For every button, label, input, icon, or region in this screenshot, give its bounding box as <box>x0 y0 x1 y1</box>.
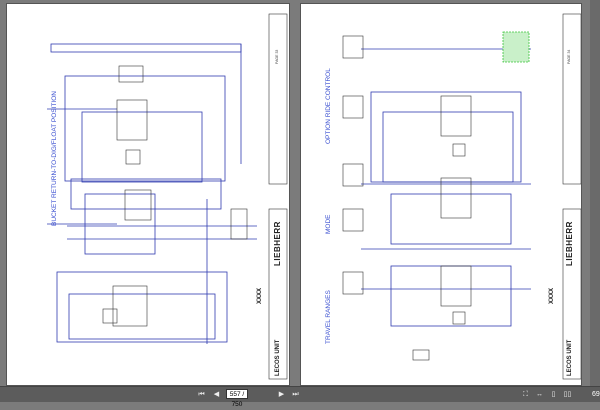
fit-width-icon[interactable]: ↔ <box>536 391 543 398</box>
model-code: XXXX <box>257 287 263 304</box>
schematic-page-right: OPTION RIDE CONTROL MODE TRAVEL RANGES L… <box>300 3 582 386</box>
vertical-scrollbar[interactable] <box>590 0 600 386</box>
page-number-input[interactable]: 557 / 750 <box>226 389 248 408</box>
page-label: PAGE 33 <box>275 49 279 64</box>
right-schematic-drawing <box>342 13 581 380</box>
section-title-ride-control: OPTION RIDE CONTROL <box>325 68 332 144</box>
schematic-page-left: BUCKET RETURN-TO-DIG/FLOAT POSITION LIEB… <box>6 3 290 386</box>
section-title-mode: MODE <box>325 214 332 235</box>
prev-page-icon[interactable]: ◀ <box>213 391 220 398</box>
fit-page-icon[interactable]: ⛶ <box>523 391 528 398</box>
manufacturer-logo: LIEBHERR <box>565 221 574 266</box>
section-title-travel-ranges: TRAVEL RANGES <box>325 290 332 344</box>
model-code: XXXX <box>549 287 555 304</box>
unit-label: LECOS UNIT <box>567 339 573 376</box>
section-title: BUCKET RETURN-TO-DIG/FLOAT POSITION <box>51 91 58 226</box>
manufacturer-logo: LIEBHERR <box>273 221 282 266</box>
unit-label: LECOS UNIT <box>275 339 281 376</box>
last-page-icon[interactable]: ⏭ <box>292 391 299 398</box>
zoom-value: 69 <box>592 391 600 398</box>
double-page-icon[interactable]: ▯▯ <box>563 391 572 398</box>
next-page-icon[interactable]: ▶ <box>278 391 285 398</box>
first-page-icon[interactable]: ⏮ <box>198 391 205 398</box>
left-schematic-drawing <box>47 13 288 380</box>
page-label: PAGE 34 <box>567 49 571 64</box>
single-page-icon[interactable]: ▯ <box>551 391 556 398</box>
viewer-toolbar: ⏮ ◀ 557 / 750 ▶ ⏭ ⛶ ↔ ▯ ▯▯ 69 <box>0 386 600 408</box>
